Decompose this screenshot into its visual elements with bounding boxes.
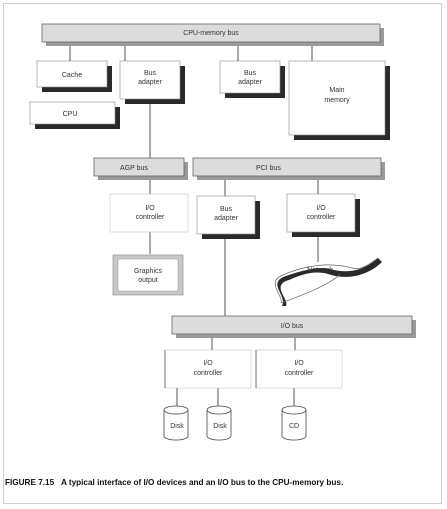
bus-adapter-2-line1: Bus bbox=[244, 70, 257, 77]
network-label: Network bbox=[307, 267, 333, 274]
io-controller-left-line1: I/O bbox=[203, 360, 213, 367]
agp-bus-label: AGP bus bbox=[120, 165, 148, 172]
main-memory-box: Main memory bbox=[288, 60, 390, 140]
pci-bus-label: PCI bus bbox=[256, 165, 281, 172]
cache-box: Cache bbox=[36, 60, 112, 92]
io-controller-right-box: I/O controller bbox=[255, 349, 343, 389]
pci-io-controller-box: I/O controller bbox=[286, 193, 360, 237]
disk-1-cylinder: Disk bbox=[163, 405, 189, 441]
disk-1-label: Disk bbox=[170, 423, 184, 430]
pci-io-controller-line1: I/O bbox=[316, 205, 326, 212]
pci-bus: PCI bus bbox=[192, 157, 385, 180]
io-bus-label: I/O bus bbox=[281, 323, 304, 330]
graphics-output-box: Graphics output bbox=[112, 254, 184, 296]
figure-number: FIGURE 7.15 bbox=[5, 478, 55, 487]
bus-adapter-box-3: Bus adapter bbox=[196, 195, 260, 239]
io-controller-right-line2: controller bbox=[285, 370, 314, 377]
io-architecture-diagram: CPU-memory bus Cache CPU Bus adapter Bus… bbox=[29, 23, 416, 441]
pci-io-controller-line2: controller bbox=[307, 214, 336, 221]
cpu-memory-bus-label: CPU-memory bus bbox=[183, 30, 239, 37]
main-memory-line2: memory bbox=[324, 97, 350, 104]
bus-adapter-box-1: Bus adapter bbox=[119, 60, 185, 104]
agp-bus: AGP bus bbox=[93, 157, 188, 180]
figure-caption-text: A typical interface of I/O devices and a… bbox=[60, 478, 344, 487]
main-memory-line1: Main bbox=[329, 87, 344, 94]
cpu-box: CPU bbox=[29, 101, 120, 129]
connection-lines bbox=[69, 46, 319, 406]
io-controller-left-box: I/O controller bbox=[164, 349, 252, 389]
io-controller-right-line1: I/O bbox=[294, 360, 304, 367]
agp-io-controller-line2: controller bbox=[136, 214, 165, 221]
cpu-memory-bus: CPU-memory bus bbox=[41, 23, 384, 46]
cd-cylinder: CD bbox=[281, 405, 307, 441]
network-shape: Network bbox=[274, 257, 382, 306]
disk-2-cylinder: Disk bbox=[206, 405, 232, 441]
bus-adapter-3-line1: Bus bbox=[220, 206, 233, 213]
bus-adapter-1-line2: adapter bbox=[138, 79, 162, 86]
io-bus: I/O bus bbox=[171, 315, 416, 338]
figure-caption: FIGURE 7.15 A typical interface of I/O d… bbox=[5, 478, 441, 488]
cache-label: Cache bbox=[62, 72, 82, 79]
disk-2-label: Disk bbox=[213, 423, 227, 430]
cd-label: CD bbox=[289, 423, 299, 430]
agp-io-controller-line1: I/O bbox=[145, 205, 155, 212]
bus-adapter-3-line2: adapter bbox=[214, 215, 238, 222]
graphics-output-line1: Graphics bbox=[134, 268, 163, 275]
bus-adapter-2-line2: adapter bbox=[238, 79, 262, 86]
bus-adapter-box-2: Bus adapter bbox=[219, 60, 285, 98]
bus-adapter-1-line1: Bus bbox=[144, 70, 157, 77]
agp-io-controller-box: I/O controller bbox=[109, 193, 189, 233]
io-controller-left-line2: controller bbox=[194, 370, 223, 377]
graphics-output-line2: output bbox=[138, 277, 158, 284]
cpu-label: CPU bbox=[63, 111, 78, 118]
